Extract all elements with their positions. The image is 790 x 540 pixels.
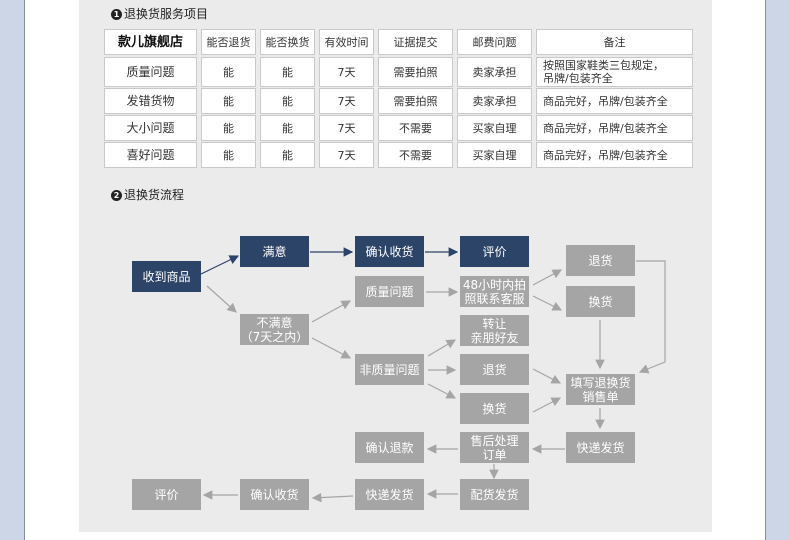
table-cell: 需要拍照 (378, 57, 453, 87)
flow-box-review: 评价 (460, 236, 529, 267)
flow-box-exchange-2: 换货 (460, 393, 529, 424)
table-row-header: 喜好问题 (104, 142, 197, 168)
arrow-unsatisfied-to-nonquality (311, 337, 352, 359)
flow-box-deliver: 配货发货 (460, 479, 529, 510)
flow-box-non-quality-issue: 非质量问题 (355, 354, 424, 385)
flow-box-satisfied: 满意 (240, 236, 309, 267)
table-cell: 能 (260, 57, 315, 87)
table-cell: 7天 (319, 115, 374, 141)
flow-box-confirm-receipt: 确认收货 (355, 236, 424, 267)
table-cell: 能 (260, 115, 315, 141)
arrow-nonquality-to-transfer (427, 339, 457, 357)
table-header-cell: 能否换货 (260, 29, 315, 55)
flow-box-exchange-1: 换货 (566, 286, 635, 317)
table-row-header: 发错货物 (104, 88, 197, 114)
table-note-cell: 商品完好，吊牌/包装齐全 (536, 115, 693, 141)
arrow-photo-to-return (532, 269, 563, 286)
flow-box-unsatisfied: 不满意 （7天之内） (240, 314, 309, 345)
arrow-exchange2-to-form (532, 397, 562, 413)
flow-box-return-2: 退货 (460, 354, 529, 385)
table-cell: 买家自理 (457, 142, 532, 168)
section-number-badge: 1 (111, 9, 122, 20)
table-row-header: 质量问题 (104, 57, 197, 87)
table-header-cell: 有效时间 (319, 29, 374, 55)
table-cell: 不需要 (378, 142, 453, 168)
flow-box-after-sale: 售后处理 订单 (460, 432, 529, 463)
arrow-express2-to-confirm2 (311, 492, 354, 503)
table-header-cell: 邮费问题 (457, 29, 532, 55)
arrow-unsatisfied-to-quality (311, 300, 352, 323)
table-cell: 能 (201, 142, 256, 168)
table-header-cell: 备注 (536, 29, 693, 55)
table-cell: 能 (201, 57, 256, 87)
table-cell: 7天 (319, 142, 374, 168)
section-title-text: 退换货服务项目 (124, 7, 209, 21)
flow-box-review-2: 评价 (132, 479, 201, 510)
section-title-text: 退换货流程 (124, 188, 185, 202)
flow-box-receive: 收到商品 (132, 261, 201, 292)
table-cell: 卖家承担 (457, 57, 532, 87)
flow-box-return-1: 退货 (566, 245, 635, 276)
arrow-return2-to-form (532, 368, 562, 384)
arrow-photo-to-exchange (532, 295, 563, 311)
table-cell: 能 (201, 115, 256, 141)
table-cell: 7天 (319, 88, 374, 114)
section-number-badge: 2 (111, 190, 122, 201)
flow-box-transfer: 转让 亲朋好友 (460, 315, 529, 346)
table-cell: 能 (260, 142, 315, 168)
arrow-receive-to-unsatisfied (206, 285, 237, 313)
flow-box-photo-contact: 48小时内拍 照联系客服 (460, 276, 529, 307)
flow-box-fill-form: 填写退换货 销售单 (566, 374, 635, 405)
table-cell: 卖家承担 (457, 88, 532, 114)
table-cell: 能 (201, 88, 256, 114)
table-cell: 买家自理 (457, 115, 532, 141)
table-note-cell: 按照国家鞋类三包规定， 吊牌/包装齐全 (536, 57, 693, 87)
table-cell: 能 (260, 88, 315, 114)
flow-box-confirm-receipt-2: 确认收货 (240, 479, 309, 510)
table-row-header: 大小问题 (104, 115, 197, 141)
table-header-cell: 证据提交 (378, 29, 453, 55)
table-note-cell: 商品完好，吊牌/包装齐全 (536, 142, 693, 168)
table-header-cell: 能否退货 (201, 29, 256, 55)
flow-box-quality-issue: 质量问题 (355, 276, 424, 307)
table-cell: 7天 (319, 57, 374, 87)
table-note-cell: 商品完好，吊牌/包装齐全 (536, 88, 693, 114)
arrow-receive-to-satisfied (200, 255, 240, 275)
arrow-nonquality-to-exchange (427, 383, 457, 399)
table-cell: 不需要 (378, 115, 453, 141)
table-store-name: 款儿旗舰店 (104, 29, 197, 55)
flow-box-express-ship: 快递发货 (566, 432, 635, 463)
table-cell: 需要拍照 (378, 88, 453, 114)
flow-box-express-ship-2: 快递发货 (355, 479, 424, 510)
arrow-return1-to-form (636, 260, 666, 374)
flow-box-confirm-refund: 确认退款 (355, 432, 424, 463)
